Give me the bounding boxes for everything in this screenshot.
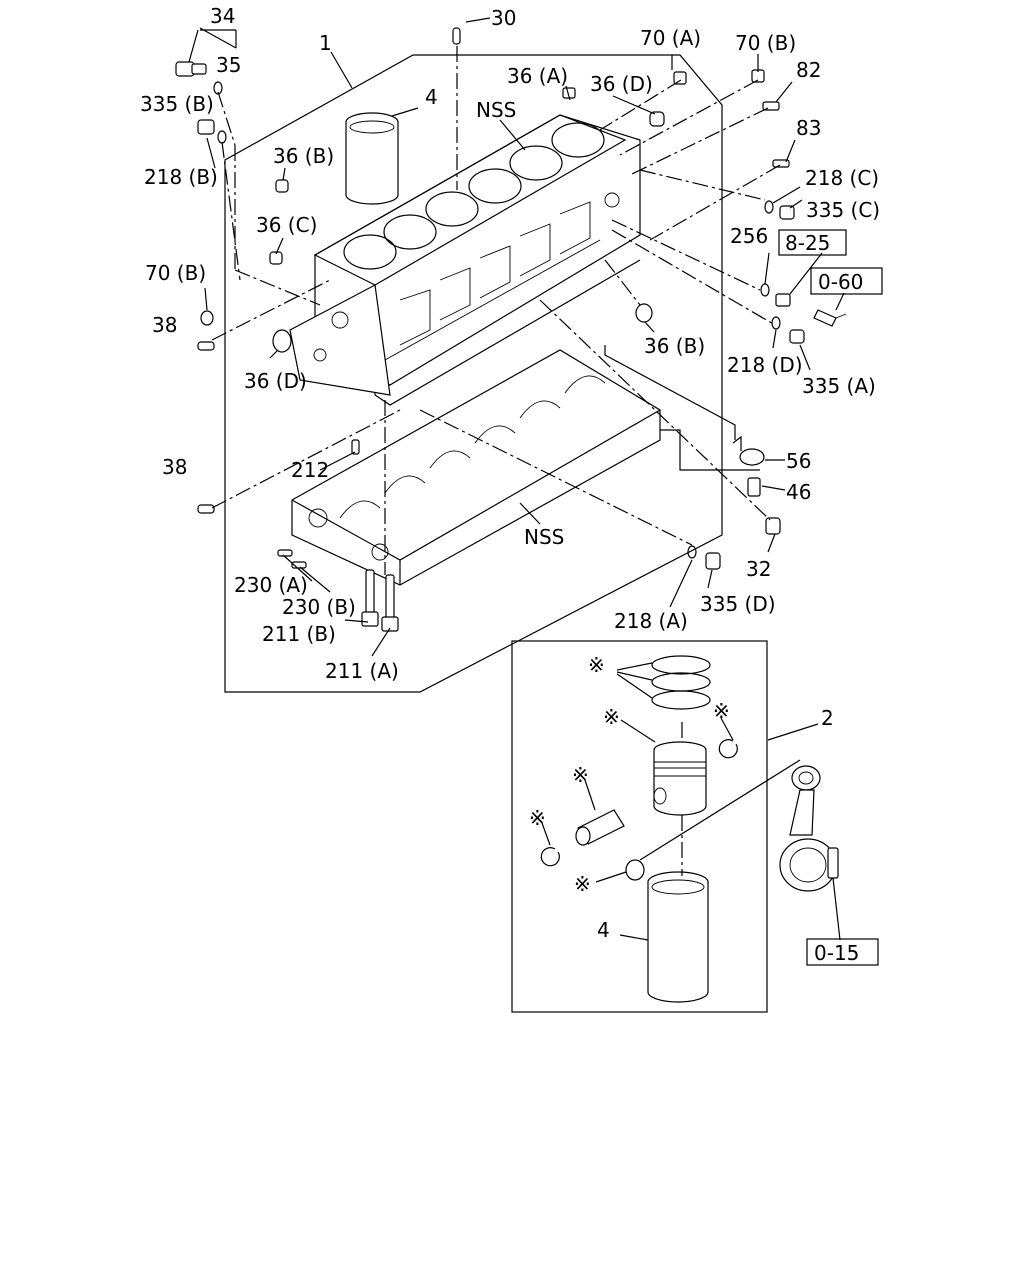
label-335c: 335 (C) — [806, 198, 880, 222]
label-70b-top: 70 (B) — [735, 31, 796, 55]
cylinder-block — [289, 114, 641, 406]
label-2: 2 — [821, 706, 834, 730]
label-4-bottom: 4 — [597, 918, 610, 942]
label-36b-right: 36 (B) — [644, 334, 705, 358]
label-34: 34 — [210, 4, 235, 28]
label-1: 1 — [319, 31, 332, 55]
leader-lines-upper — [188, 17, 845, 657]
ref-box-0-15 — [806, 938, 879, 966]
label-218d: 218 (D) — [727, 353, 803, 377]
label-35: 35 — [216, 53, 241, 77]
small-hardware — [175, 27, 847, 632]
lower-crankcase — [291, 349, 661, 586]
asterisk-bushing: ※ — [574, 872, 591, 896]
piston-parts — [540, 655, 801, 1003]
asterisk-piston: ※ — [603, 705, 620, 729]
label-nss-bottom: NSS — [524, 525, 564, 549]
asterisk-snapring-right: ※ — [713, 699, 730, 723]
ref-box-0-60 — [810, 267, 883, 295]
piston-subassembly-frame — [511, 640, 768, 1013]
ref-0-60: 0-60 — [818, 270, 863, 294]
ref-8-25: 8-25 — [785, 231, 830, 255]
label-4-top: 4 — [425, 85, 438, 109]
label-335a: 335 (A) — [802, 374, 876, 398]
asterisk-rings: ※ — [588, 653, 605, 677]
label-36c: 36 (C) — [256, 213, 317, 237]
label-218c: 218 (C) — [805, 166, 879, 190]
label-335d: 335 (D) — [700, 592, 776, 616]
label-38-upper: 38 — [152, 313, 177, 337]
block-assembly-frame — [224, 54, 723, 693]
label-36b-left: 36 (B) — [273, 144, 334, 168]
label-230b: 230 (B) — [282, 595, 356, 619]
connecting-rod — [767, 723, 841, 941]
asterisk-snapring-left: ※ — [529, 806, 546, 830]
label-70b-left: 70 (B) — [145, 261, 206, 285]
label-36d-left: 36 (D) — [244, 369, 307, 393]
label-nss-top: NSS — [476, 98, 516, 122]
label-211b: 211 (B) — [262, 622, 336, 646]
label-256: 256 — [730, 224, 768, 248]
label-335b: 335 (B) — [140, 92, 214, 116]
ref-0-15: 0-15 — [814, 941, 859, 965]
label-36d-top: 36 (D) — [590, 72, 653, 96]
ref-box-8-25 — [778, 229, 847, 256]
label-211a: 211 (A) — [325, 659, 399, 683]
asterisk-pin: ※ — [572, 763, 589, 787]
cylinder-liner-top — [345, 112, 399, 205]
label-38-lower: 38 — [162, 455, 187, 479]
label-218a: 218 (A) — [614, 609, 688, 633]
label-82: 82 — [796, 58, 821, 82]
label-212: 212 — [291, 458, 329, 482]
label-83: 83 — [796, 116, 821, 140]
label-36a: 36 (A) — [507, 64, 568, 88]
label-32: 32 — [746, 557, 771, 581]
label-218b: 218 (B) — [144, 165, 218, 189]
label-46: 46 — [786, 480, 811, 504]
label-56: 56 — [786, 449, 811, 473]
label-70a-top: 70 (A) — [640, 26, 701, 50]
label-30: 30 — [491, 6, 516, 30]
label-230a: 230 (A) — [234, 573, 308, 597]
